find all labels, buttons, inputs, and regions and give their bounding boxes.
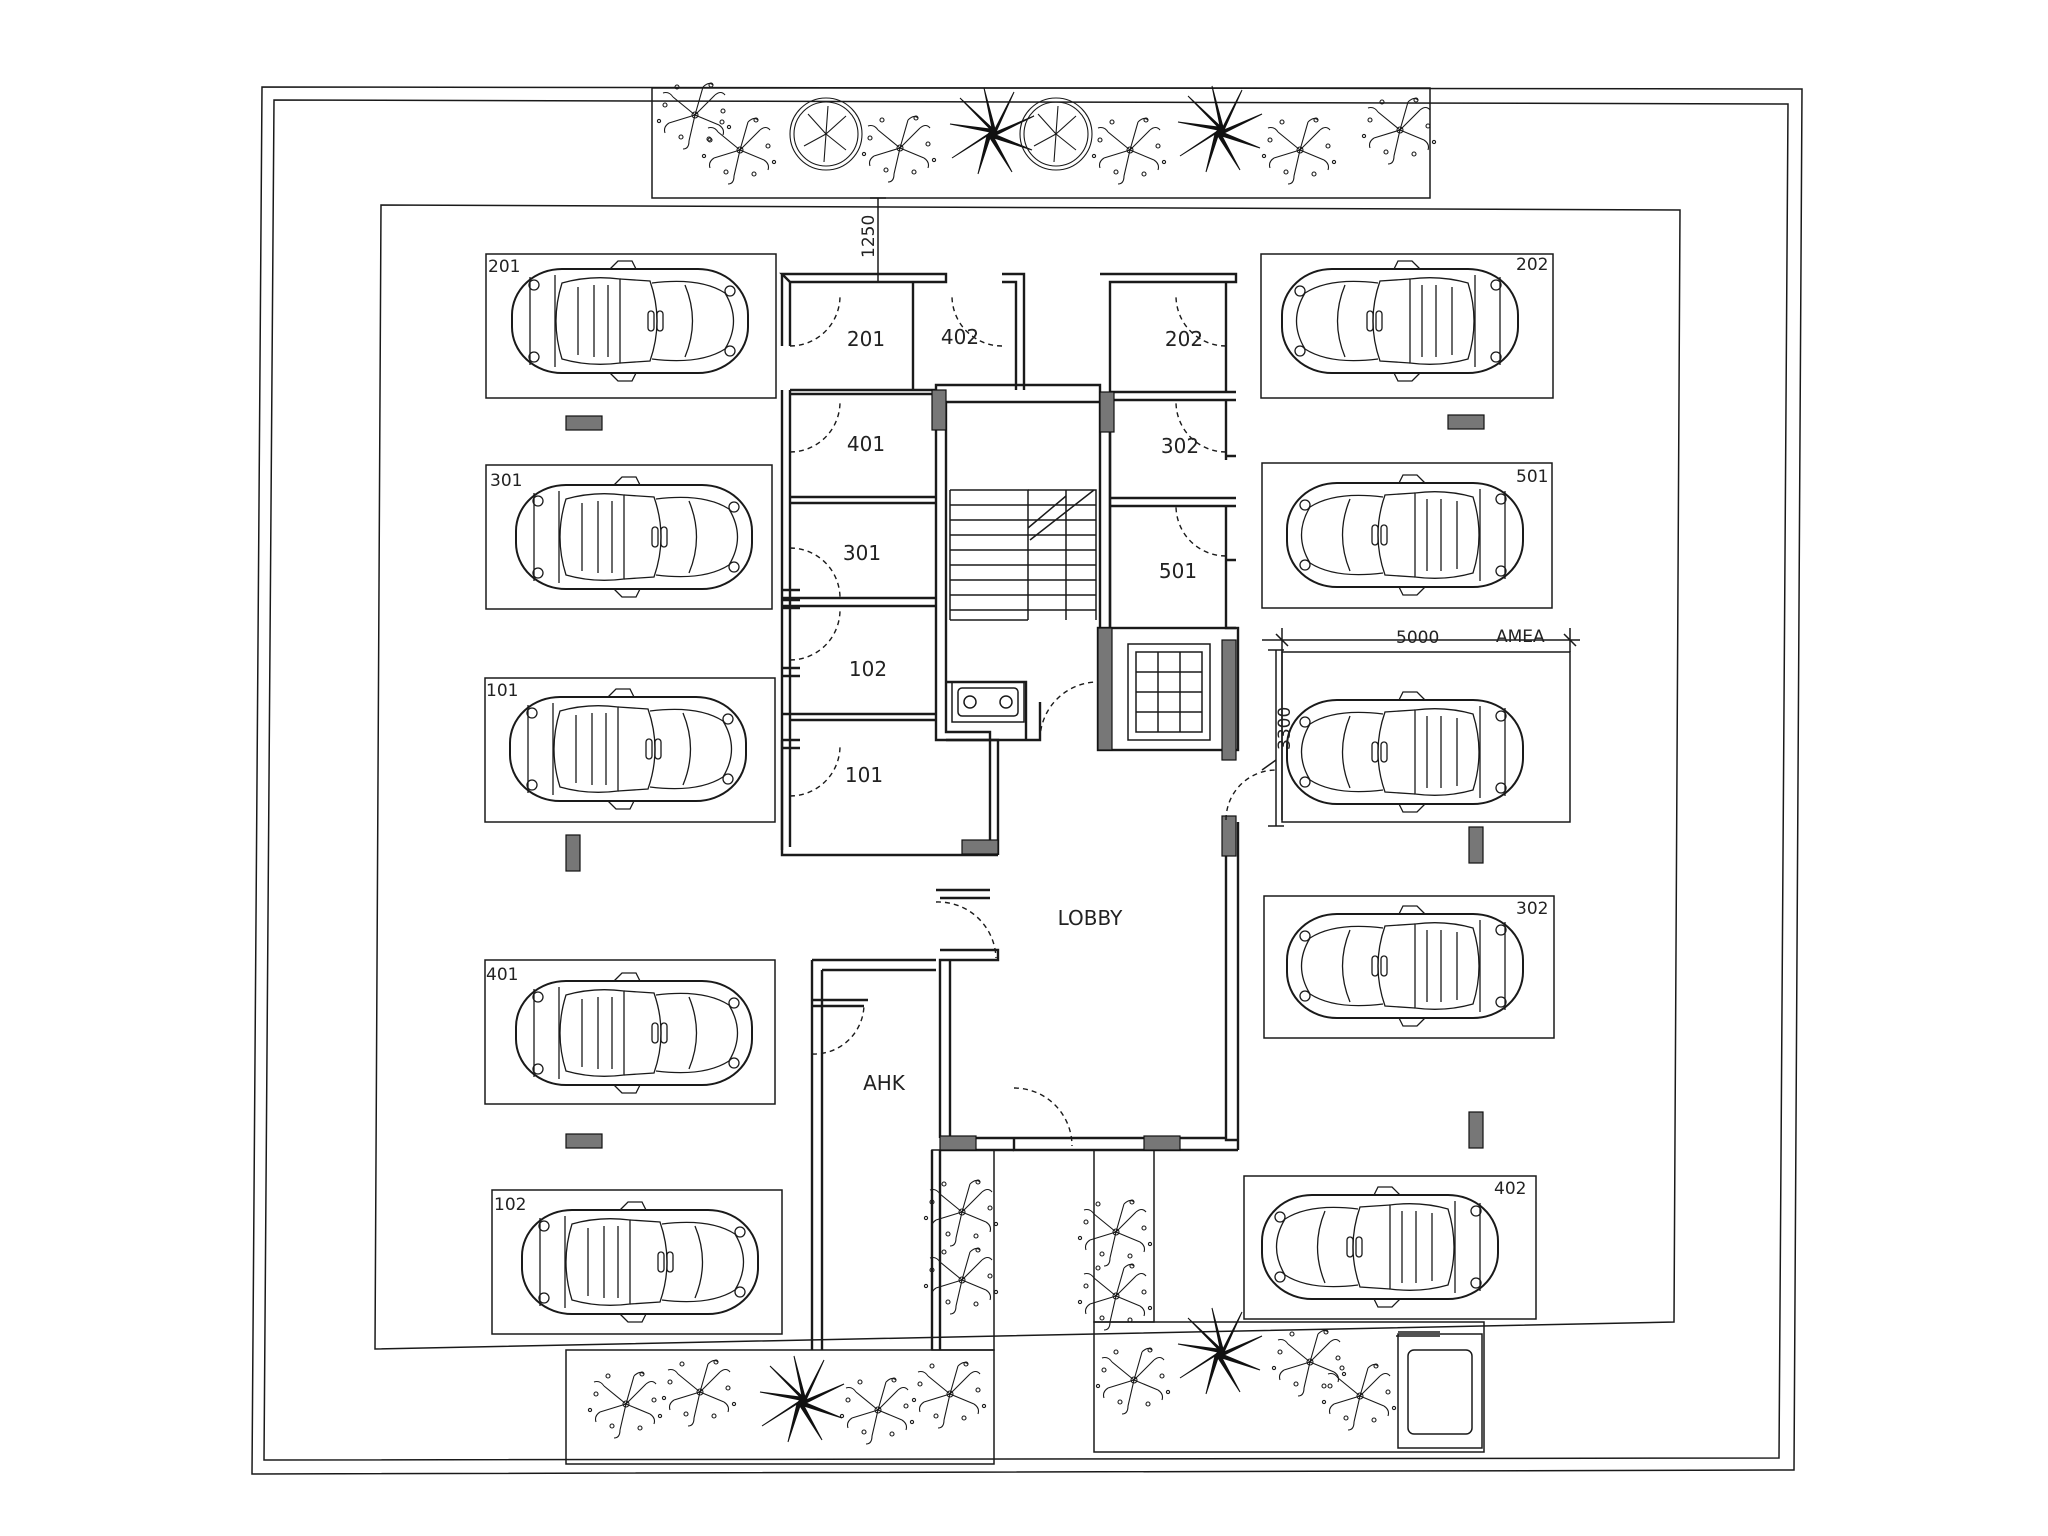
parking-amea-label: AMEA (1496, 627, 1545, 647)
planter-bottom-right (1093, 1321, 1485, 1453)
dimension-labels: 1250 5000 3300 (859, 215, 1439, 750)
parking-slot-101 (484, 677, 776, 823)
dimension-3300: 3300 (1275, 707, 1295, 750)
parking-102-label: 102 (494, 1195, 526, 1215)
parking-slot-102 (491, 1189, 783, 1335)
room-201-label: 201 (847, 327, 885, 351)
parking-slot-401 (484, 959, 776, 1105)
room-501-label: 501 (1159, 559, 1197, 583)
plot-boundary-inner (263, 99, 1789, 1461)
parking-101-label: 101 (486, 681, 518, 701)
planter-top (651, 87, 1431, 199)
room-302-label: 302 (1161, 434, 1199, 458)
building-outline (374, 204, 1681, 1350)
parking-301-label: 301 (490, 471, 522, 491)
dimension-1250: 1250 (859, 215, 879, 258)
dimension-lines (870, 197, 1580, 827)
parking-slots (484, 253, 1571, 1335)
parking-slot-402 (1243, 1175, 1537, 1320)
planter-strip-left (931, 1149, 995, 1351)
room-102-label: 102 (849, 657, 887, 681)
wheel-stops (565, 414, 1485, 1149)
parking-slot-202 (1260, 253, 1554, 399)
ahk-label: AHK (863, 1071, 906, 1095)
room-301-label: 301 (843, 541, 881, 565)
parking-slot-amea (1281, 651, 1571, 823)
parking-201-label: 201 (488, 257, 520, 277)
core-walls (779, 272, 1240, 1350)
room-labels: 201 402 202 401 302 301 501 102 101 LOBB… (843, 325, 1203, 1095)
parking-401-label: 401 (486, 965, 518, 985)
lobby-label: LOBBY (1058, 906, 1124, 930)
bin-enclosure (1397, 1333, 1483, 1449)
parking-slot-301 (485, 464, 773, 610)
dimension-5000: 5000 (1396, 628, 1439, 648)
parking-slot-302 (1263, 895, 1555, 1039)
planter-bottom-left (565, 1349, 995, 1465)
parking-302-label: 302 (1516, 899, 1548, 919)
parking-slot-201 (485, 253, 777, 399)
parking-402-label: 402 (1494, 1179, 1526, 1199)
room-101-label: 101 (845, 763, 883, 787)
room-402-label: 402 (941, 325, 979, 349)
room-202-label: 202 (1165, 327, 1203, 351)
parking-202-label: 202 (1516, 255, 1548, 275)
parking-slot-501 (1261, 462, 1553, 609)
parking-labels: 201 202 301 501 101 AMEA 302 401 102 402 (486, 255, 1548, 1215)
doors (789, 295, 1277, 1147)
room-401-label: 401 (847, 432, 885, 456)
parking-501-label: 501 (1516, 467, 1548, 487)
